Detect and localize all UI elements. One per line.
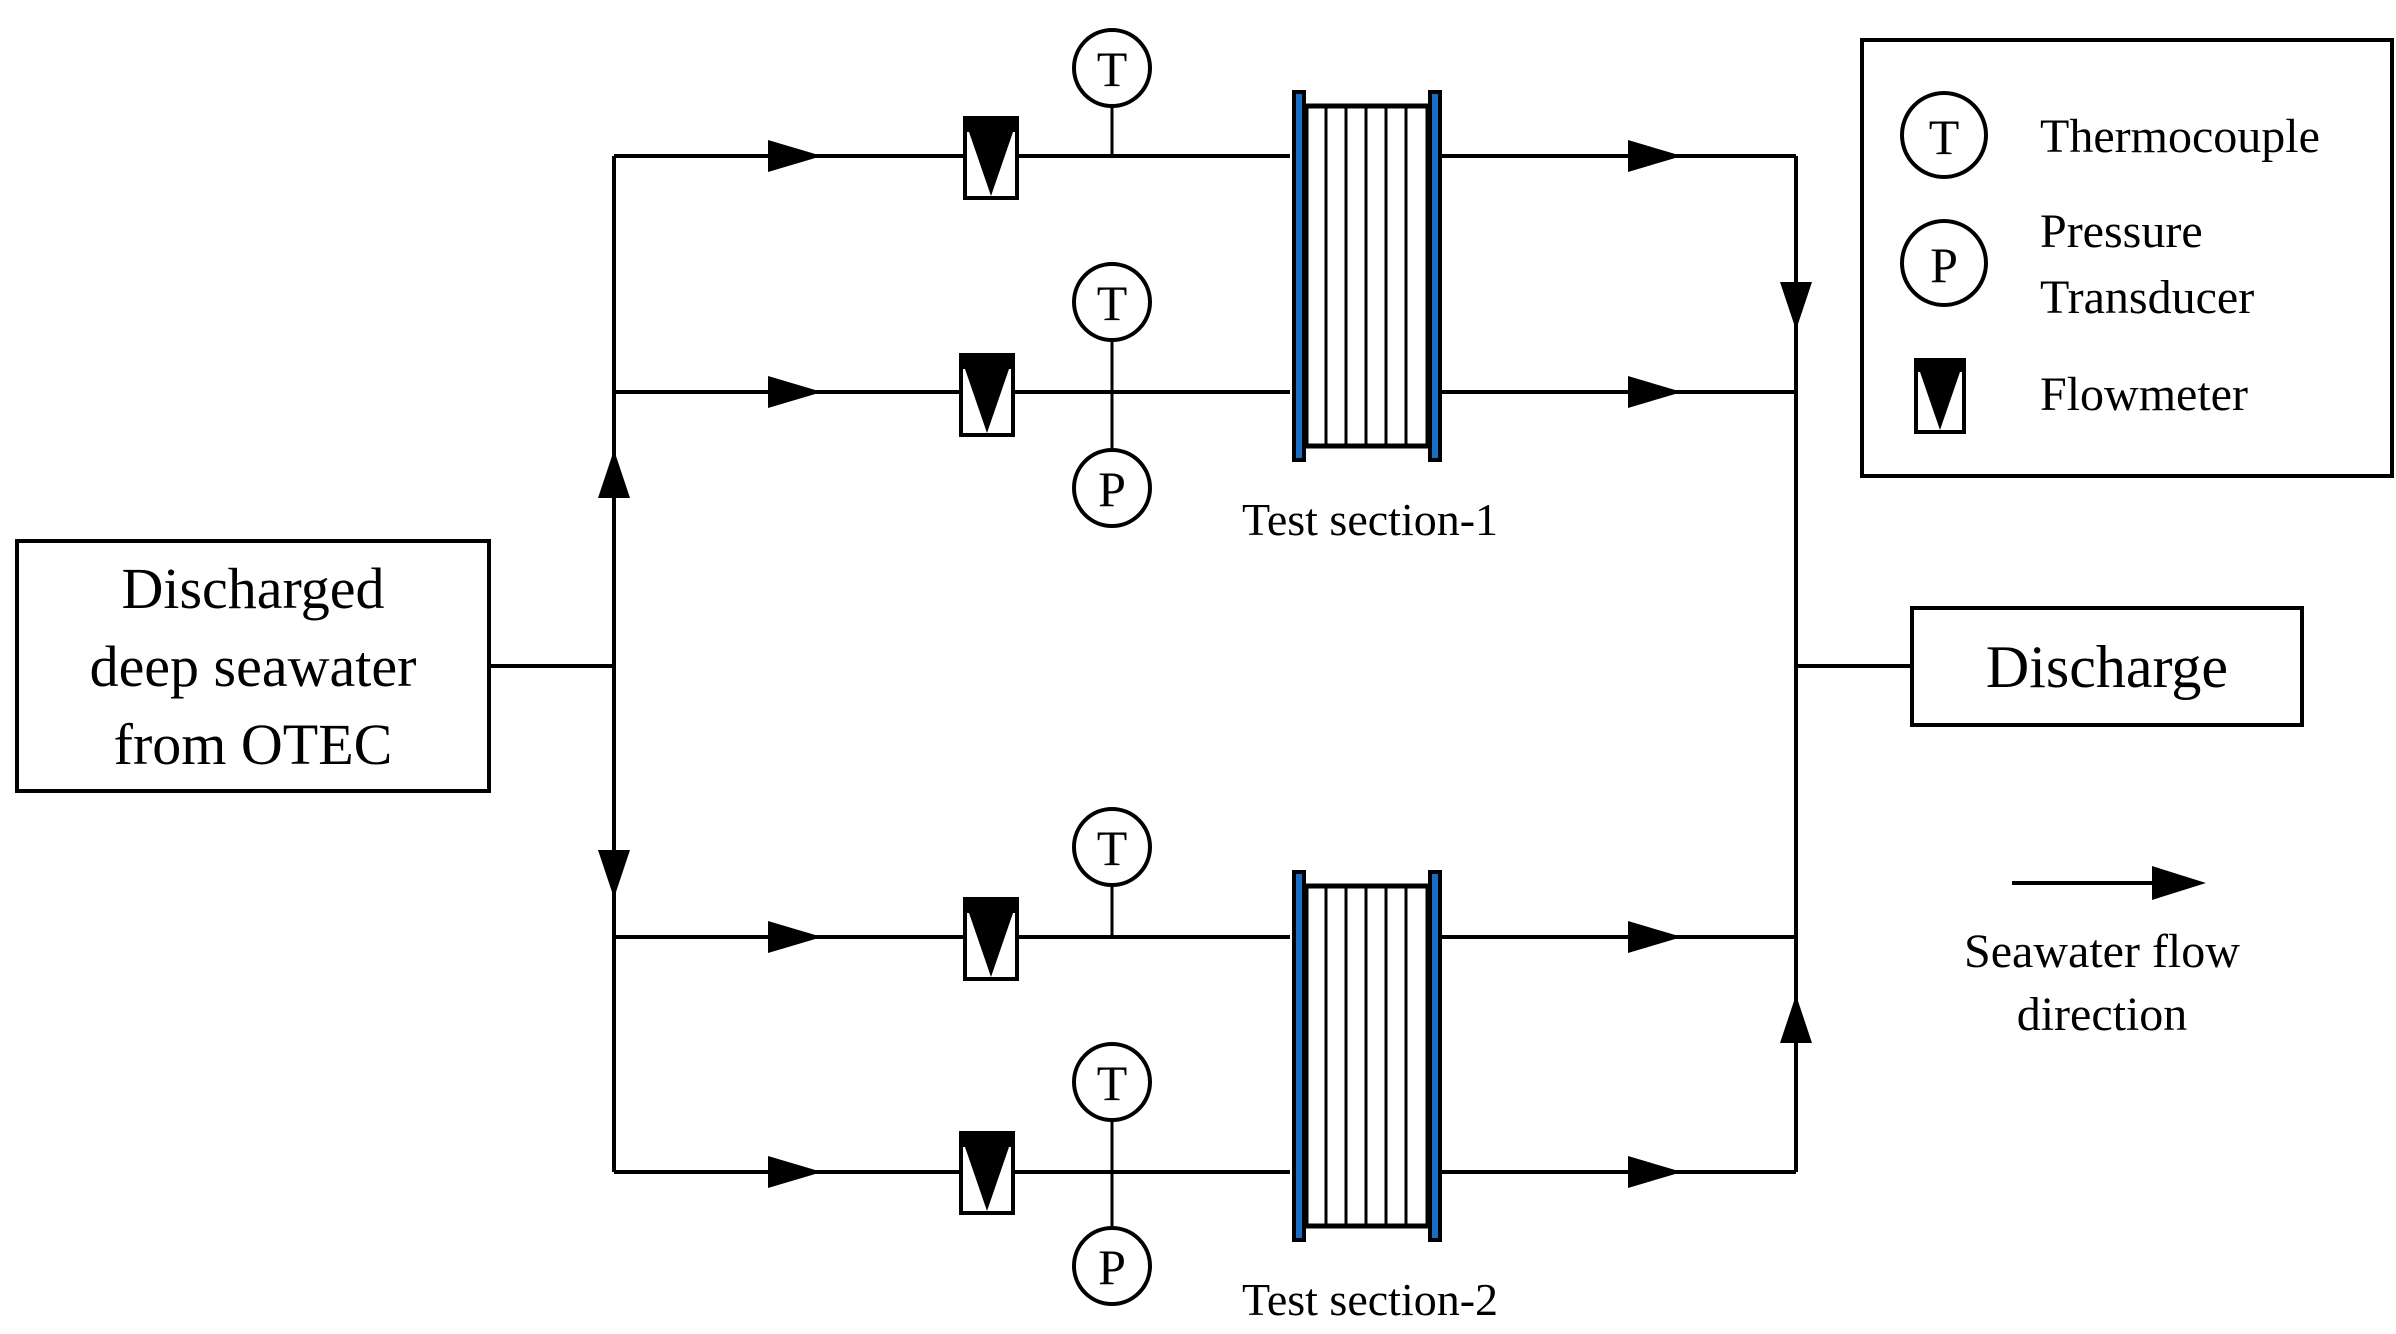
down-arrow-icon — [1780, 282, 1812, 330]
thermocouple-letter: T — [1097, 275, 1128, 331]
flowmeter-icon — [959, 1131, 1015, 1215]
pressure-letter: P — [1098, 1239, 1126, 1295]
right-arrow-icon — [1628, 1156, 1682, 1188]
flow-direction-label-line1: Seawater flow — [1964, 925, 2240, 978]
flow-direction-key: Seawater flow direction — [1964, 866, 2240, 1041]
source-label-line3: from OTEC — [114, 712, 393, 777]
source-box: Discharged deep seawater from OTEC — [15, 539, 491, 793]
discharge-box: Discharge — [1910, 606, 2304, 727]
right-arrow-icon — [768, 1156, 822, 1188]
source-box-frame — [15, 539, 491, 793]
heat-exchanger-icon — [1292, 90, 1442, 462]
right-arrow-icon — [1628, 376, 1682, 408]
right-arrow-icon — [768, 376, 822, 408]
outlet-manifold — [1780, 156, 1912, 1172]
up-arrow-icon — [598, 450, 630, 498]
flow-direction-label-line2: direction — [2017, 988, 2188, 1041]
legend-thermocouple-symbol: T — [1929, 109, 1960, 165]
thermocouple-letter: T — [1097, 41, 1128, 97]
pressure-transducer-icon — [1900, 219, 1988, 307]
right-arrow-icon — [1628, 921, 1682, 953]
pressure-letter: P — [1098, 461, 1126, 517]
branch-arrows — [768, 140, 1682, 1188]
branch-lines — [614, 154, 1796, 1174]
heat-exchanger-icon — [1292, 870, 1442, 1242]
legend-thermocouple-label: Thermocouple — [2040, 110, 2320, 163]
right-arrow-icon — [2152, 866, 2206, 900]
thermocouple-icon — [1072, 262, 1152, 342]
legend: T Thermocouple P Pressure Transducer Flo… — [1860, 38, 2394, 478]
legend-flowmeter-label: Flowmeter — [2040, 368, 2248, 421]
flowmeter-icon — [959, 353, 1015, 437]
thermocouple-icon — [1072, 1042, 1152, 1122]
discharge-box-frame — [1910, 606, 2304, 727]
inlet-manifold — [489, 156, 630, 1172]
up-arrow-icon — [1780, 995, 1812, 1043]
test-section-1-label: Test section-1 — [1242, 494, 1498, 545]
thermocouple-letter: T — [1097, 820, 1128, 876]
down-arrow-icon — [598, 850, 630, 898]
flowmeters — [959, 116, 1019, 1215]
legend-pressure-label-line2: Transducer — [2040, 271, 2254, 324]
legend-pressure-label-line1: Pressure — [2040, 205, 2203, 258]
thermocouple-letter: T — [1097, 1055, 1128, 1111]
test-section-2-label: Test section-2 — [1242, 1274, 1498, 1325]
source-label-line2: deep seawater — [90, 634, 417, 699]
right-arrow-icon — [768, 921, 822, 953]
flowmeter-icon — [1914, 358, 1966, 434]
discharge-label: Discharge — [1986, 634, 2228, 700]
instruments: T T P T T P — [1072, 28, 1152, 1306]
thermocouple-icon — [1072, 28, 1152, 108]
pressure-transducer-icon — [1072, 448, 1152, 528]
pressure-transducer-icon — [1072, 1226, 1152, 1306]
right-arrow-icon — [768, 140, 822, 172]
source-label-line1: Discharged — [121, 556, 384, 621]
flowmeter-icon — [963, 897, 1019, 981]
right-arrow-icon — [1628, 140, 1682, 172]
thermocouple-icon — [1072, 807, 1152, 887]
legend-pressure-symbol: P — [1930, 237, 1958, 293]
thermocouple-icon — [1900, 91, 1988, 179]
flowmeter-icon — [963, 116, 1019, 200]
